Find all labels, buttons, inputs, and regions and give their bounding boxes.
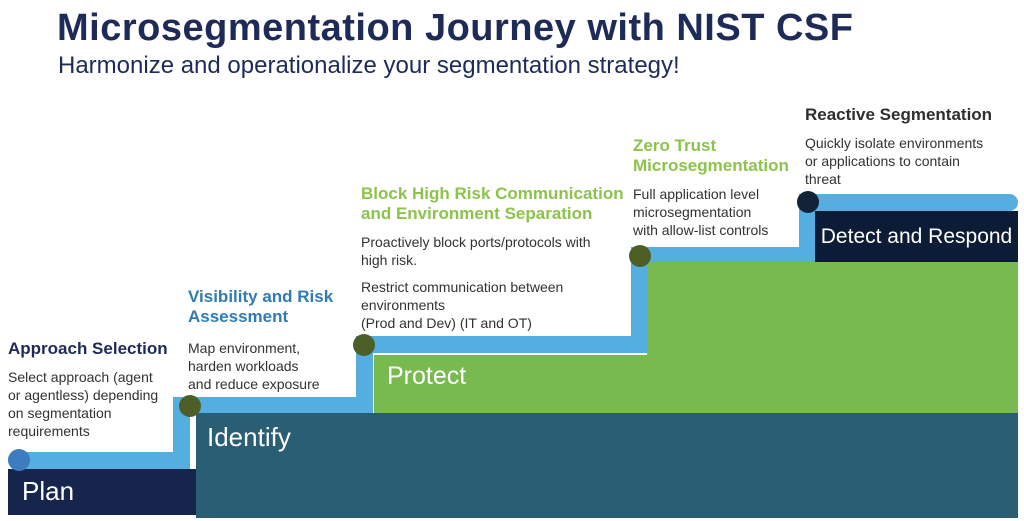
annotation-zero-trust-body: Full application level microsegmentation… — [633, 186, 769, 238]
milestone-dot-plan-icon — [8, 449, 30, 471]
staircase-edge-identify-top — [173, 397, 373, 414]
annotation-visibility-risk-body: Map environment, harden workloads and re… — [188, 340, 320, 392]
staircase-edge-zerotrust-top — [631, 247, 816, 264]
annotation-block-high-risk-heading: Block High Risk Communication and Enviro… — [361, 184, 624, 223]
annotation-block-high-risk-body2: Restrict communication between environme… — [361, 279, 564, 331]
step-identify: Identify — [196, 413, 1018, 518]
annotation-approach-selection-body: Select approach (agent or agentless) dep… — [8, 369, 159, 439]
annotation-zero-trust: Zero Trust Microsegmentation Full applic… — [633, 136, 813, 239]
annotation-block-high-risk-body: Proactively block ports/protocols with h… — [361, 234, 591, 268]
staircase-edge-riser-zerotrust — [631, 247, 648, 353]
step-detect-respond-label: Detect and Respond — [820, 224, 1013, 248]
annotation-reactive-segmentation-body: Quickly isolate environments or applicat… — [805, 135, 984, 187]
annotation-reactive-segmentation-heading: Reactive Segmentation — [805, 105, 993, 124]
annotation-reactive-segmentation: Reactive Segmentation Quickly isolate en… — [805, 105, 1020, 188]
page-title: Microsegmentation Journey with NIST CSF — [57, 7, 854, 49]
step-plan-label: Plan — [22, 476, 75, 506]
step-identify-label: Identify — [207, 422, 291, 452]
staircase-edge-plan-top — [8, 452, 190, 469]
annotation-approach-selection: Approach Selection Select approach (agen… — [8, 339, 193, 440]
milestone-dot-identify-icon — [179, 395, 201, 417]
step-plan: Plan — [8, 469, 196, 515]
annotation-block-high-risk: Block High Risk Communication and Enviro… — [361, 184, 646, 332]
staircase-edge-protect-top — [356, 336, 648, 353]
staircase-edge-detect-top — [799, 194, 1018, 211]
annotation-visibility-risk-heading: Visibility and Risk Assessment — [188, 287, 334, 326]
annotation-visibility-risk: Visibility and Risk Assessment Map envir… — [188, 287, 358, 393]
milestone-dot-zerotrust-icon — [629, 245, 651, 267]
step-protect-label: Protect — [387, 362, 467, 390]
milestone-dot-protect-icon — [353, 334, 375, 356]
step-protect-upper — [647, 262, 1018, 413]
page-subtitle: Harmonize and operationalize your segmen… — [58, 52, 680, 79]
annotation-approach-selection-heading: Approach Selection — [8, 339, 168, 358]
step-detect-respond: Detect and Respond — [815, 211, 1018, 262]
milestone-dot-detect-icon — [797, 191, 819, 213]
annotation-zero-trust-heading: Zero Trust Microsegmentation — [633, 136, 789, 175]
